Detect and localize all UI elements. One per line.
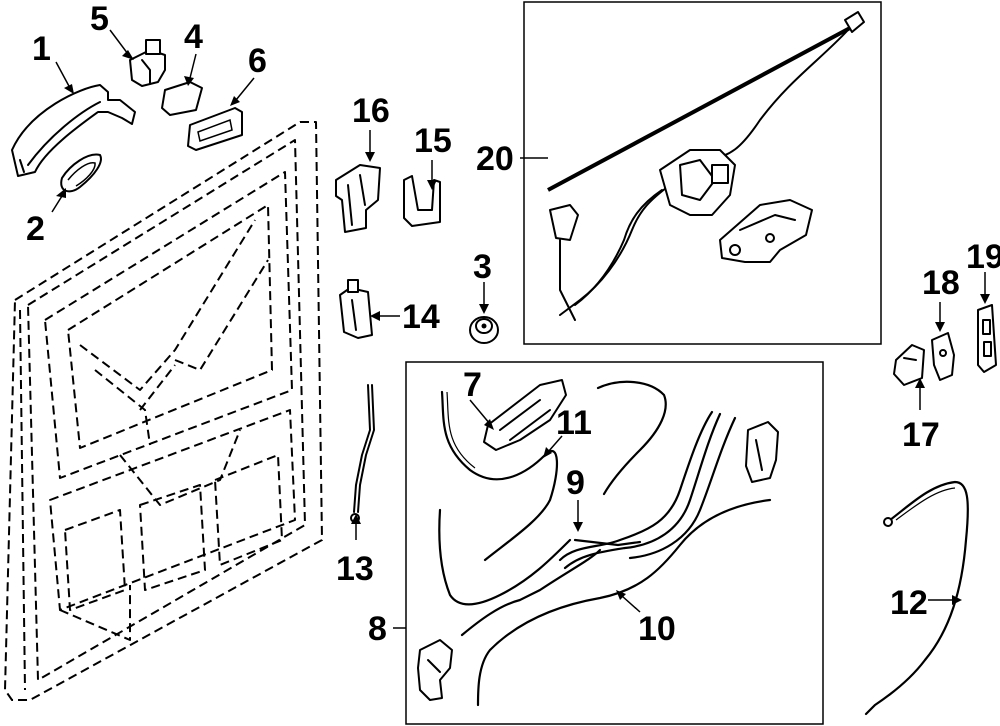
outside-handle-part xyxy=(11,84,136,177)
callout-14: 14 xyxy=(402,298,440,336)
latch-assembly-20 xyxy=(547,11,865,321)
callout-15: 15 xyxy=(414,122,452,160)
lock-clip-part xyxy=(335,164,381,233)
callout-7: 7 xyxy=(463,366,482,404)
callout-17: 17 xyxy=(902,416,940,454)
callout-1: 1 xyxy=(32,30,51,68)
callout-9: 9 xyxy=(566,464,585,502)
sliding-door-panel xyxy=(4,121,323,701)
callout-10: 10 xyxy=(638,610,676,648)
callout-12: 12 xyxy=(890,584,928,622)
callout-4: 4 xyxy=(184,18,203,56)
callout-16: 16 xyxy=(352,92,390,130)
callout-6: 6 xyxy=(248,42,267,80)
callout-13: 13 xyxy=(336,550,374,588)
callout-2: 2 xyxy=(26,210,45,248)
leader-lines xyxy=(51,29,990,629)
cable-kit-8-frame xyxy=(405,361,824,725)
cable-kit-8 xyxy=(417,379,779,707)
callout-18: 18 xyxy=(922,264,960,302)
plate-part-19 xyxy=(977,304,997,373)
retainer-clip-part xyxy=(403,175,441,227)
callout-5: 5 xyxy=(90,0,109,38)
bracket-part xyxy=(129,39,166,87)
shim-part-18 xyxy=(931,332,955,381)
hinge-part-17 xyxy=(893,344,925,386)
handle-gasket-part xyxy=(60,153,102,193)
callout-19: 19 xyxy=(966,238,1000,276)
callout-8: 8 xyxy=(368,610,387,648)
lock-cylinder-part xyxy=(469,316,499,344)
callout-3: 3 xyxy=(473,248,492,286)
assembly-20-frame xyxy=(523,1,882,345)
cover-part xyxy=(161,81,203,116)
rod-clip-part xyxy=(339,279,373,339)
control-rod-part xyxy=(350,384,375,523)
callout-11: 11 xyxy=(556,404,592,442)
escutcheon-part xyxy=(187,107,243,151)
cable-part-12 xyxy=(864,480,969,716)
callout-20: 20 xyxy=(476,140,514,178)
